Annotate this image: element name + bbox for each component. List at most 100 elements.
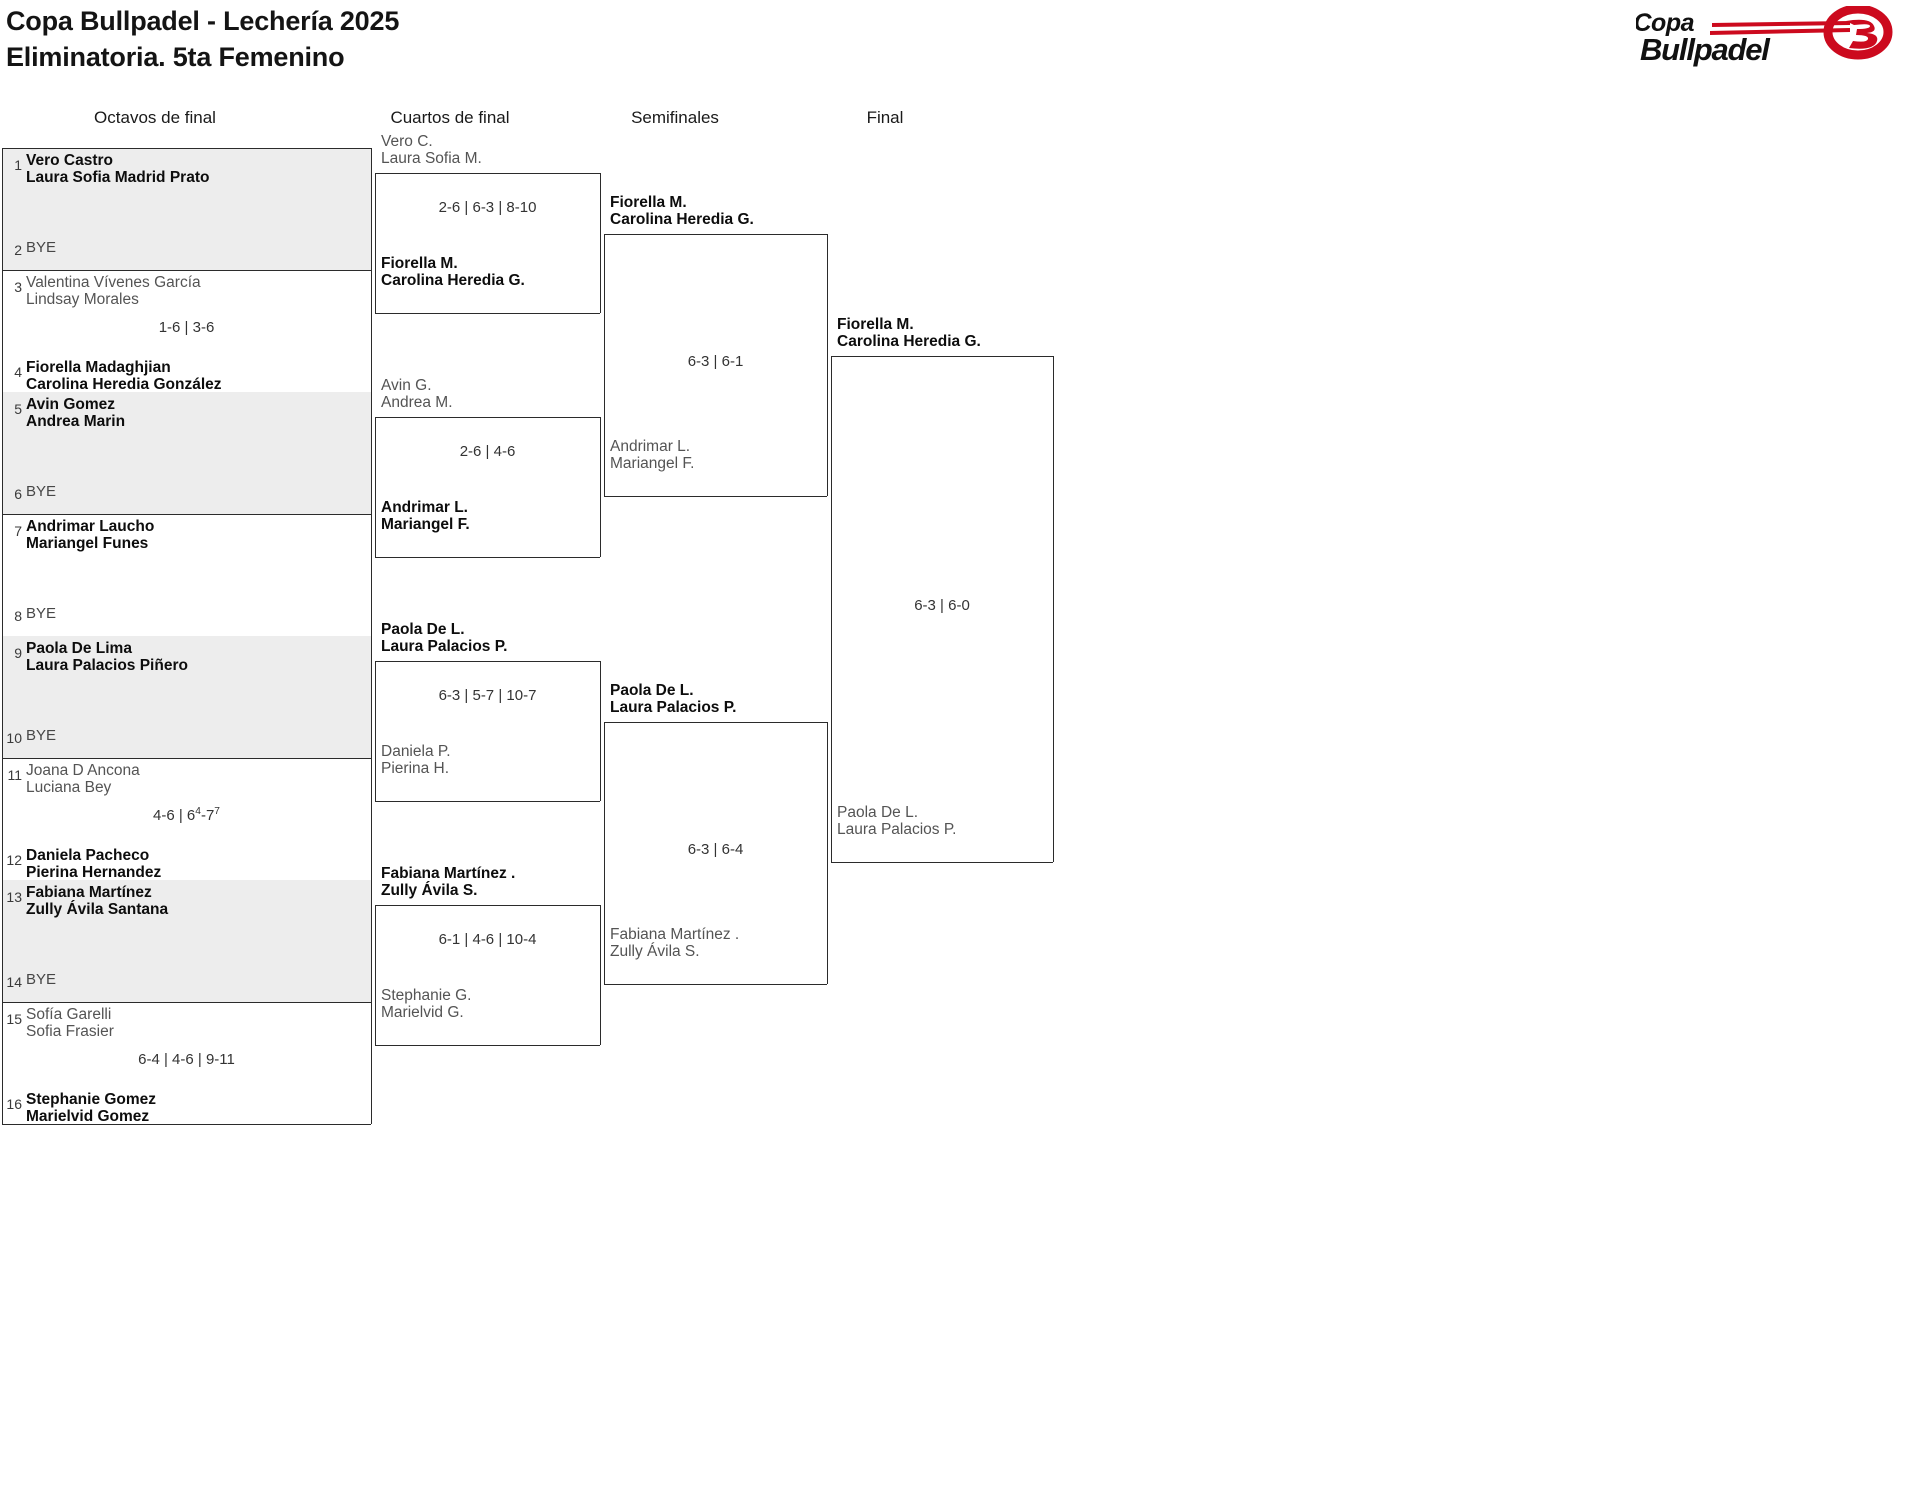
seed-number: 9 xyxy=(14,645,22,661)
round1-score: 6-4 | 4-6 | 9-11 xyxy=(138,1051,235,1068)
round3-team[interactable]: Paola De L.Laura Palacios P. xyxy=(610,682,737,717)
round2-team[interactable]: Vero C.Laura Sofia M. xyxy=(381,133,482,168)
seed-number: 15 xyxy=(6,1011,22,1027)
round3-box-top xyxy=(604,234,827,235)
round2-team[interactable]: Fiorella M.Carolina Heredia G. xyxy=(381,255,525,290)
round3-box-bottom xyxy=(604,496,827,497)
final-box-bottom xyxy=(831,862,1053,863)
page-title: Copa Bullpadel - Lechería 2025 Eliminato… xyxy=(6,4,906,75)
final-box-right xyxy=(1053,356,1054,862)
round4-team[interactable]: Fiorella M.Carolina Heredia G. xyxy=(837,316,981,351)
final-box-left xyxy=(831,356,832,862)
round-header-octavos: Octavos de final xyxy=(94,108,216,127)
round2-box-right xyxy=(600,417,601,557)
round2-box-right xyxy=(600,661,601,801)
tournament-title: Copa Bullpadel - Lechería 2025 xyxy=(6,6,400,36)
round1-pair-shading xyxy=(2,148,371,270)
round1-score: 1-6 | 3-6 xyxy=(158,319,215,336)
seed-number: 7 xyxy=(14,523,22,539)
seed-number: 14 xyxy=(6,974,22,990)
svg-text:Copa: Copa xyxy=(1636,9,1695,37)
round2-box-top xyxy=(375,661,600,662)
round2-box-left xyxy=(375,417,376,557)
round3-team[interactable]: Fiorella M.Carolina Heredia G. xyxy=(610,194,754,229)
round2-box-right xyxy=(600,173,601,313)
round1-pair-shading xyxy=(2,392,371,514)
round1-left-border xyxy=(2,148,3,1124)
tournament-subtitle: Eliminatoria. 5ta Femenino xyxy=(6,41,345,72)
round1-top-border xyxy=(2,148,371,149)
round3-box-bottom xyxy=(604,984,827,985)
round2-score: 2-6 | 4-6 xyxy=(459,443,516,460)
round2-team[interactable]: Avin G.Andrea M. xyxy=(381,377,453,412)
round2-box-left xyxy=(375,173,376,313)
round2-team[interactable]: Paola De L.Laura Palacios P. xyxy=(381,621,508,656)
round1-pair-divider xyxy=(2,270,371,271)
round2-score: 6-1 | 4-6 | 10-4 xyxy=(438,931,537,948)
bye-label: BYE xyxy=(26,971,57,988)
round1-pair-divider xyxy=(2,758,371,759)
round2-team[interactable]: Daniela P.Pierina H. xyxy=(381,743,451,778)
round3-box-right xyxy=(827,722,828,984)
round3-score: 6-3 | 6-1 xyxy=(687,353,744,370)
copa-bullpadel-logo: Copa Bullpadel xyxy=(1634,4,1904,68)
round-header-final: Final xyxy=(866,108,904,127)
round3-team[interactable]: Andrimar L.Mariangel F. xyxy=(610,438,695,473)
seed-number: 5 xyxy=(14,401,22,417)
round2-box-bottom xyxy=(375,557,600,558)
seed-number: 16 xyxy=(6,1096,22,1112)
seed-number: 2 xyxy=(14,242,22,258)
bye-label: BYE xyxy=(26,605,57,622)
seed-number: 1 xyxy=(14,157,22,173)
round2-team[interactable]: Stephanie G.Marielvid G. xyxy=(381,987,472,1022)
round2-box-right xyxy=(600,905,601,1045)
round1-pair-divider xyxy=(2,1002,371,1003)
seed-number: 8 xyxy=(14,608,22,624)
round2-box-left xyxy=(375,661,376,801)
seed-number: 13 xyxy=(6,889,22,905)
seed-number: 6 xyxy=(14,486,22,502)
round2-score: 6-3 | 5-7 | 10-7 xyxy=(438,687,537,704)
round3-team[interactable]: Fabiana Martínez .Zully Ávila S. xyxy=(610,926,740,961)
seed-number: 3 xyxy=(14,279,22,295)
round2-box-top xyxy=(375,905,600,906)
round1-pair-shading xyxy=(2,636,371,758)
round1-right-border xyxy=(371,148,372,1124)
bye-label: BYE xyxy=(26,727,57,744)
bye-label: BYE xyxy=(26,483,57,500)
round3-box-right xyxy=(827,234,828,496)
round3-box-left xyxy=(604,234,605,496)
seed-number: 10 xyxy=(6,730,22,746)
round3-score: 6-3 | 6-4 xyxy=(687,841,744,858)
seed-number: 12 xyxy=(6,852,22,868)
round2-team[interactable]: Andrimar L.Mariangel F. xyxy=(381,499,470,534)
round2-box-bottom xyxy=(375,1045,600,1046)
round2-score: 2-6 | 6-3 | 8-10 xyxy=(438,199,537,216)
round2-box-top xyxy=(375,417,600,418)
logo-artwork: Copa Bullpadel xyxy=(1634,4,1893,67)
seed-number: 4 xyxy=(14,364,22,380)
round2-team[interactable]: Fabiana Martínez .Zully Ávila S. xyxy=(381,865,516,900)
final-box-top xyxy=(831,356,1053,357)
svg-text:Bullpadel: Bullpadel xyxy=(1640,32,1771,67)
round2-box-top xyxy=(375,173,600,174)
round4-team[interactable]: Paola De L.Laura Palacios P. xyxy=(837,804,957,839)
final-score: 6-3 | 6-0 xyxy=(914,597,970,614)
round1-pair-divider xyxy=(2,514,371,515)
round2-box-left xyxy=(375,905,376,1045)
bye-label: BYE xyxy=(26,239,57,256)
round3-box-top xyxy=(604,722,827,723)
round1-score: 4-6 | 64-77 xyxy=(153,806,220,824)
